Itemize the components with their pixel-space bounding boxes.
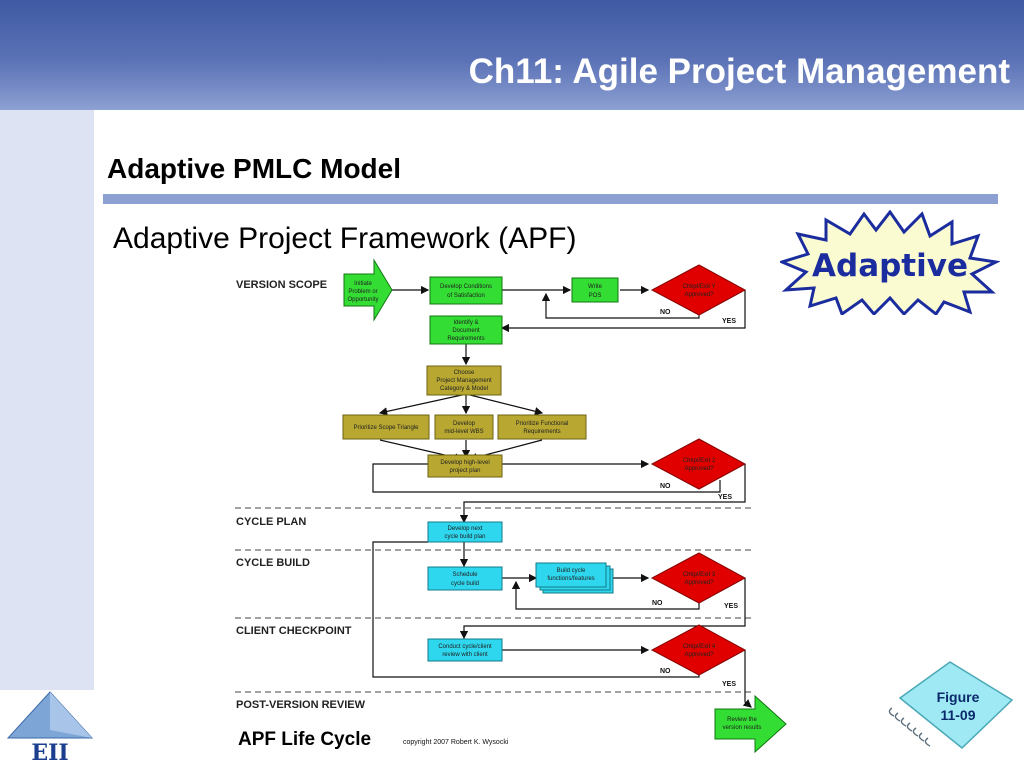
- svg-text:Category & Model: Category & Model: [440, 386, 488, 392]
- svg-text:Chkpt/Exit 4: Chkpt/Exit 4: [683, 644, 716, 650]
- figure-label-line2: 11-09: [940, 707, 975, 723]
- svg-text:Chkpt/Exit Y: Chkpt/Exit Y: [683, 284, 716, 290]
- svg-text:Conduct cycle/client: Conduct cycle/client: [438, 644, 492, 650]
- edge-no-4: NO: [660, 668, 671, 675]
- figure-label-line1: Figure: [937, 689, 980, 705]
- badge-label: Adaptive: [812, 248, 968, 284]
- edge-yes-2: YES: [718, 494, 732, 501]
- header-banner: Ch11: Agile Project Management: [0, 0, 1024, 110]
- decision-3: Chkpt/Exit 3 Approved?: [650, 552, 747, 604]
- heading-divider: [103, 194, 998, 204]
- svg-text:review with client: review with client: [442, 652, 488, 658]
- node-develop-conditions: Develop Conditions of Satisfaction: [429, 276, 503, 305]
- svg-text:Approved?: Approved?: [684, 580, 714, 586]
- node-review-client: Conduct cycle/client review with client: [427, 638, 503, 662]
- lane-cycle-build: CYCLE BUILD: [236, 557, 310, 569]
- subheading: Adaptive Project Framework (APF): [113, 222, 577, 255]
- svg-text:Develop: Develop: [453, 421, 476, 427]
- svg-text:version results: version results: [723, 725, 762, 731]
- node-prioritize-scope: Prioritize Scope Triangle: [342, 414, 430, 440]
- node-develop-plan: Develop high-level project plan: [427, 454, 503, 478]
- decision-1: Chkpt/Exit Y Approved?: [650, 264, 747, 316]
- node-next-cycle-plan: Develop next cycle build plan: [427, 521, 503, 543]
- edge-no-2: NO: [660, 483, 671, 490]
- adaptive-badge: Adaptive: [780, 210, 1000, 315]
- node-schedule-cycle: Schedule cycle build: [427, 566, 503, 591]
- svg-text:Approved?: Approved?: [684, 466, 714, 472]
- node-choose-model: Choose Project Management Category & Mod…: [426, 365, 502, 396]
- starburst-shape: [780, 210, 1000, 315]
- svg-text:Prioritize Scope Triangle: Prioritize Scope Triangle: [353, 425, 419, 431]
- svg-text:Develop high-level: Develop high-level: [440, 460, 489, 466]
- copyright-note: copyright 2007 Robert K. Wysocki: [403, 739, 509, 746]
- svg-text:Choose: Choose: [454, 370, 475, 376]
- section-heading: Adaptive PMLC Model: [107, 153, 402, 184]
- svg-text:mid-level WBS: mid-level WBS: [444, 429, 483, 435]
- svg-text:project plan: project plan: [449, 468, 480, 474]
- svg-text:Chkpt/Exit 3: Chkpt/Exit 3: [683, 572, 716, 578]
- svg-text:Identify &: Identify &: [453, 320, 478, 326]
- diagram-footer-title: APF Life Cycle: [238, 729, 371, 750]
- node-write-pos: Write POS: [571, 277, 619, 303]
- svg-text:POS: POS: [589, 293, 602, 299]
- svg-text:of Satisfaction: of Satisfaction: [447, 293, 485, 299]
- edge-no-1: NO: [660, 309, 671, 316]
- slide-title: Ch11: Agile Project Management: [468, 52, 1010, 91]
- eii-logo: EII: [6, 691, 94, 766]
- node-prioritize-functional: Prioritize Functional Requirements: [497, 414, 587, 440]
- decision-2: Chkpt/Exit 2 Approved?: [650, 438, 747, 490]
- svg-text:Problem or: Problem or: [348, 289, 377, 295]
- svg-text:Prioritize Functional: Prioritize Functional: [516, 421, 569, 427]
- svg-text:Approved?: Approved?: [684, 292, 714, 298]
- edge-yes-3: YES: [724, 603, 738, 610]
- svg-text:Chkpt/Exit 2: Chkpt/Exit 2: [683, 458, 716, 464]
- edge-no-3: NO: [652, 600, 663, 607]
- left-decorative-strip: [0, 110, 94, 690]
- node-review-version: Review the version results: [714, 694, 787, 754]
- node-identify-requirements: Identify & Document Requirements: [429, 315, 503, 345]
- svg-text:Document: Document: [452, 328, 480, 334]
- lane-client-checkpoint: CLIENT CHECKPOINT: [236, 625, 352, 637]
- svg-text:Requirements: Requirements: [523, 429, 560, 435]
- svg-text:Develop Conditions: Develop Conditions: [440, 284, 492, 290]
- decision-4: Chkpt/Exit 4 Approved?: [650, 624, 747, 676]
- svg-text:Review the: Review the: [727, 717, 757, 723]
- edge-yes-4: YES: [722, 681, 736, 688]
- svg-text:Initiate: Initiate: [354, 281, 372, 287]
- svg-text:Develop next: Develop next: [447, 526, 482, 532]
- figure-notebook-tag: Figure 11-09: [888, 661, 1014, 749]
- svg-text:EII: EII: [31, 740, 68, 766]
- svg-text:Approved?: Approved?: [684, 652, 714, 658]
- svg-text:Project Management: Project Management: [436, 378, 492, 384]
- edge-yes-1: YES: [722, 318, 736, 325]
- svg-text:Opportunity: Opportunity: [347, 297, 378, 303]
- svg-text:Write: Write: [588, 284, 603, 290]
- node-build-cycle: Build cycle functions/features: [535, 562, 614, 594]
- svg-text:cycle build plan: cycle build plan: [444, 534, 485, 540]
- svg-text:Requirements: Requirements: [447, 336, 484, 342]
- svg-text:cycle build: cycle build: [451, 581, 479, 587]
- svg-text:functions/features: functions/features: [547, 576, 594, 582]
- lane-cycle-plan: CYCLE PLAN: [236, 516, 306, 528]
- svg-text:Schedule: Schedule: [452, 572, 478, 578]
- lane-version-scope: VERSION SCOPE: [236, 279, 327, 291]
- node-develop-wbs: Develop mid-level WBS: [434, 414, 494, 440]
- lane-post-version-review: POST-VERSION REVIEW: [236, 699, 366, 711]
- svg-text:Build cycle: Build cycle: [557, 568, 586, 574]
- node-initiate: Initiate Problem or Opportunity: [343, 258, 393, 322]
- apf-flowchart: VERSION SCOPE CYCLE PLAN CYCLE BUILD CLI…: [235, 258, 787, 754]
